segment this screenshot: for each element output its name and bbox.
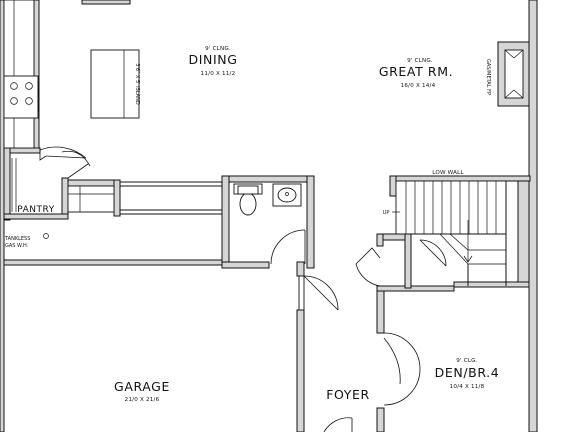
- tankless-note-line2: GAS W.H.: [5, 243, 29, 249]
- water-heater-icon: [43, 233, 49, 239]
- den-dims-label: 10/4 X 11/8: [450, 384, 485, 390]
- room-labels: 9' CLNG. DINING 11/0 X 11/2 9' CLNG. GRE…: [17, 46, 500, 403]
- tankless-note-line1: TANKLESS: [4, 236, 30, 242]
- stair-up-note: UP: [383, 210, 390, 216]
- garage-entry-door: [298, 275, 339, 311]
- toilet-icon: [239, 192, 257, 216]
- island-note: 3'6" X 5' ISLAND: [134, 63, 140, 104]
- pantry-name-label: PANTRY: [17, 205, 54, 215]
- kitchen-fixtures: [3, 0, 140, 239]
- great-room-ceiling-label: 9' CLNG.: [407, 58, 433, 64]
- kitchen-island: [90, 49, 140, 119]
- den-doors: [323, 247, 421, 432]
- powder-room-fixtures: [233, 183, 306, 265]
- stairs: [392, 180, 507, 286]
- garage-name-label: GARAGE: [114, 379, 170, 394]
- great-room-name-label: GREAT RM.: [379, 64, 453, 79]
- walls: [0, 0, 538, 432]
- great-room-dims-label: 16/0 X 14/4: [401, 83, 436, 89]
- foyer-name-label: FOYER: [326, 387, 370, 402]
- fireplace-note: GAS/METAL FP: [485, 59, 491, 95]
- range-icon: [3, 75, 39, 119]
- dining-name-label: DINING: [189, 52, 238, 67]
- den-name-label: DEN/BR.4: [435, 365, 500, 380]
- garage-dims-label: 21/0 X 21/6: [125, 397, 160, 403]
- low-wall-note: LOW WALL: [432, 170, 464, 176]
- den-ceiling-label: 9' CLG.: [456, 358, 477, 364]
- dining-ceiling-label: 9' CLNG.: [205, 46, 231, 52]
- dining-dims-label: 11/0 X 11/2: [201, 71, 236, 77]
- plan-notes: 3'6" X 5' ISLAND GAS/METAL FP LOW WALL U…: [4, 59, 491, 249]
